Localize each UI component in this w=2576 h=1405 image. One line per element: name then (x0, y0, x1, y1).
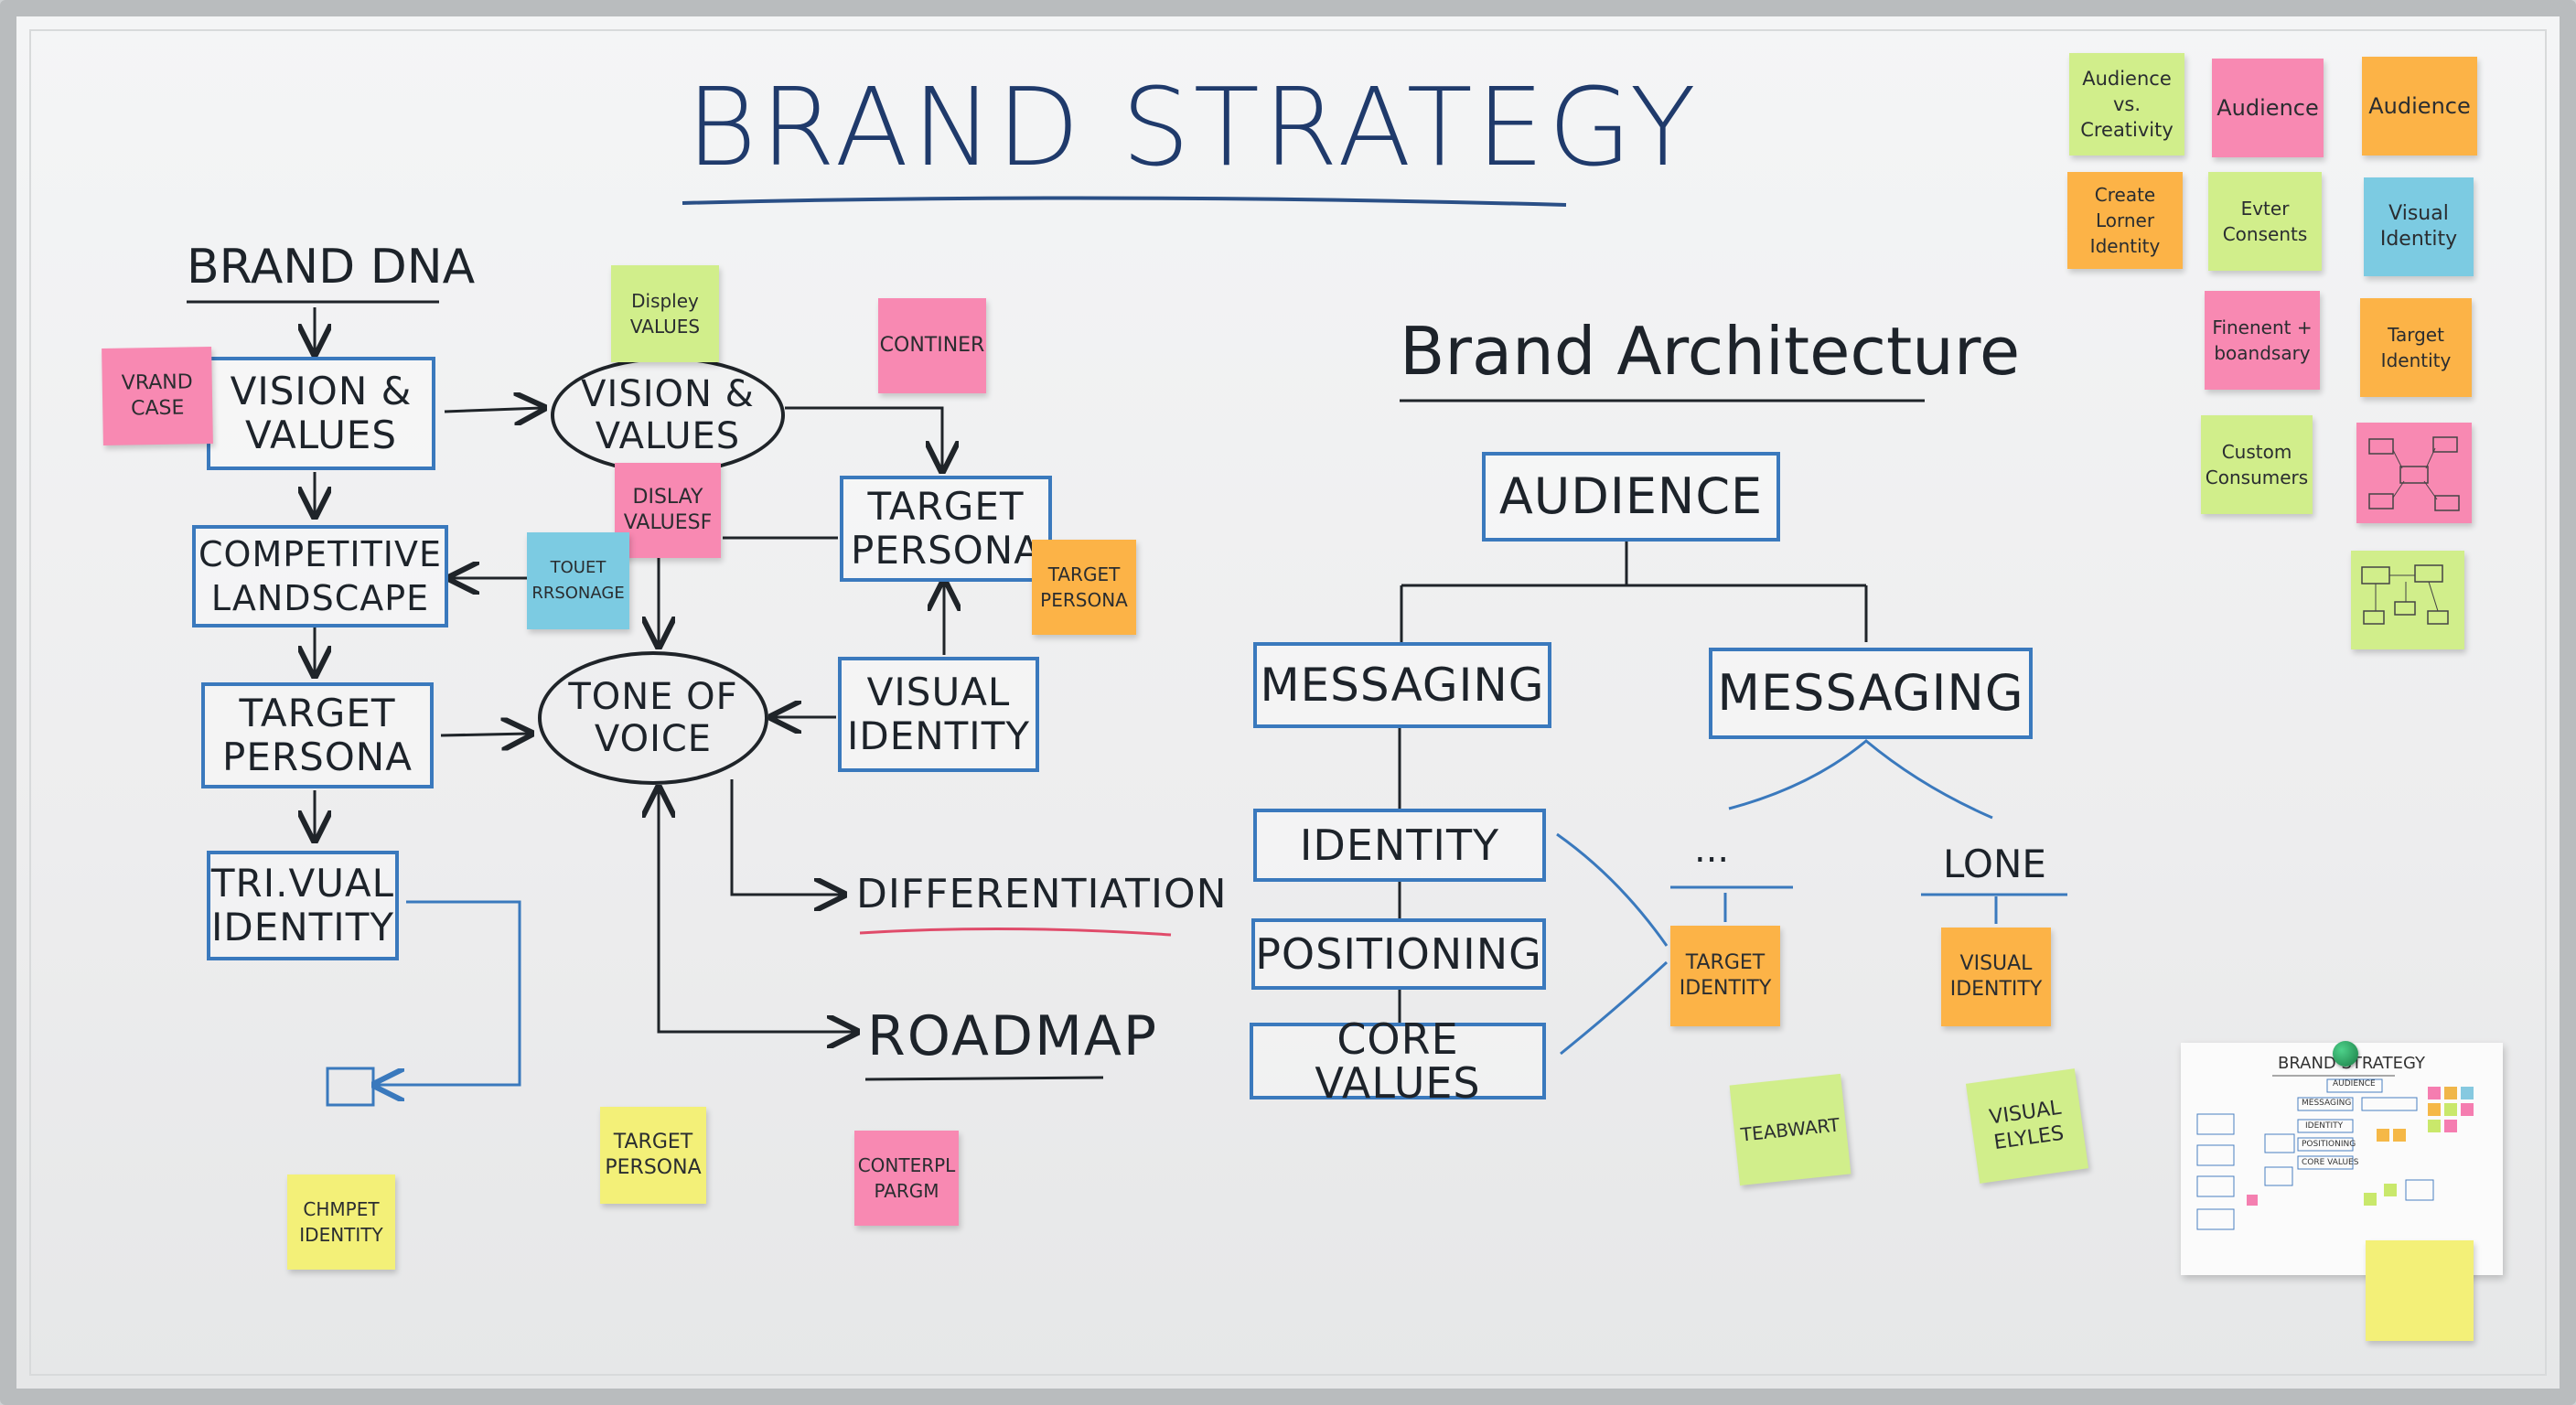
target-identity-right-note: Target Identity (2360, 298, 2472, 397)
audience-orange-note: Audience (2362, 57, 2477, 156)
continer-note: CONTINER (878, 298, 986, 393)
roadmap-label: ROADMAP (867, 1004, 1159, 1068)
conterpl-pargm-note: CONTERPL PARGM (854, 1131, 959, 1226)
displey-values-note: Displey VALUES (611, 265, 719, 362)
blank-note (2366, 1240, 2474, 1341)
identity-box: IDENTITY (1253, 809, 1546, 882)
brand-architecture-heading: Brand Architecture (1400, 313, 2021, 390)
vision-values-ellipse: VISION & VALUES (551, 357, 785, 474)
network-diagram-note (2356, 423, 2472, 523)
push-pin-icon (2333, 1041, 2358, 1067)
teabwart-note: TEABWART (1729, 1073, 1852, 1186)
create-lorner-identity-note: Create Lorner Identity (2067, 172, 2183, 269)
flowchart-diagram-icon (2361, 564, 2449, 625)
audience-box: AUDIENCE (1482, 452, 1780, 542)
visual-identity-box: VISUAL IDENTITY (838, 657, 1039, 772)
mini-diagram-lines (2196, 1075, 2474, 1230)
visual-identity-note: VISUAL IDENTITY (1941, 928, 2051, 1026)
touet-rrsonage-note: TOUET RRSONAGE (527, 532, 629, 629)
target-persona-bottom-note: TARGET PERSONA (600, 1107, 706, 1204)
messaging-right-box: MESSAGING (1709, 648, 2033, 739)
trivual-identity-box: TRI.VUAL IDENTITY (207, 851, 399, 960)
network-diagram-icon (2368, 436, 2460, 511)
differentiation-label: DIFFERENTIATION (856, 871, 1228, 917)
visual-elyles-note: VISUAL ELYLES (1965, 1068, 2089, 1184)
printed-diagram-sheet: BRAND STRATEGY (2181, 1043, 2503, 1275)
target-persona-note: TARGET PERSONA (1032, 540, 1136, 635)
audience-vs-creativity-note: Audience vs. Creativity (2069, 53, 2184, 156)
mini-positioning: POSITIONING (2302, 1140, 2356, 1149)
target-persona-right-box: TARGET PERSONA (840, 476, 1052, 582)
vrand-case-note: VRAND CASE (102, 346, 213, 446)
target-persona-box: TARGET PERSONA (201, 682, 434, 788)
ellipsis-label: ... (1694, 829, 1730, 871)
lone-label: LONE (1943, 842, 2046, 886)
flowchart-diagram-note (2351, 551, 2464, 649)
evter-consents-note: Evter Consents (2208, 172, 2322, 271)
dislay-valuesf-note: DISLAY VALUESF (615, 463, 721, 558)
mini-messaging: MESSAGING (2302, 1099, 2352, 1108)
tone-of-voice-ellipse: TONE OF VOICE (538, 651, 768, 785)
chmpet-identity-note: CHMPET IDENTITY (287, 1174, 395, 1270)
positioning-box: POSITIONING (1251, 918, 1546, 990)
competitive-landscape-box: COMPETITIVE LANDSCAPE (192, 525, 448, 627)
audience-pink-note: Audience (2212, 59, 2324, 157)
page-title: BRAND STRATEGY (686, 64, 1700, 190)
custom-consumers-note: Custom Consumers (2201, 415, 2313, 514)
mini-audience: AUDIENCE (2333, 1079, 2376, 1089)
visual-identity-right-note: Visual Identity (2364, 177, 2474, 276)
core-values-box: CORE VALUES (1250, 1017, 1546, 1105)
brand-dna-heading: BRAND DNA (187, 240, 476, 295)
mini-identity: IDENTITY (2305, 1121, 2344, 1131)
target-identity-note: TARGET IDENTITY (1670, 926, 1780, 1026)
vision-values-box: VISION & VALUES (207, 357, 435, 470)
mini-core-values: CORE VALUES (2302, 1158, 2359, 1167)
finenent-boandsary-note: Finenent + boandsary (2205, 291, 2320, 390)
messaging-left-box: MESSAGING (1253, 642, 1551, 728)
